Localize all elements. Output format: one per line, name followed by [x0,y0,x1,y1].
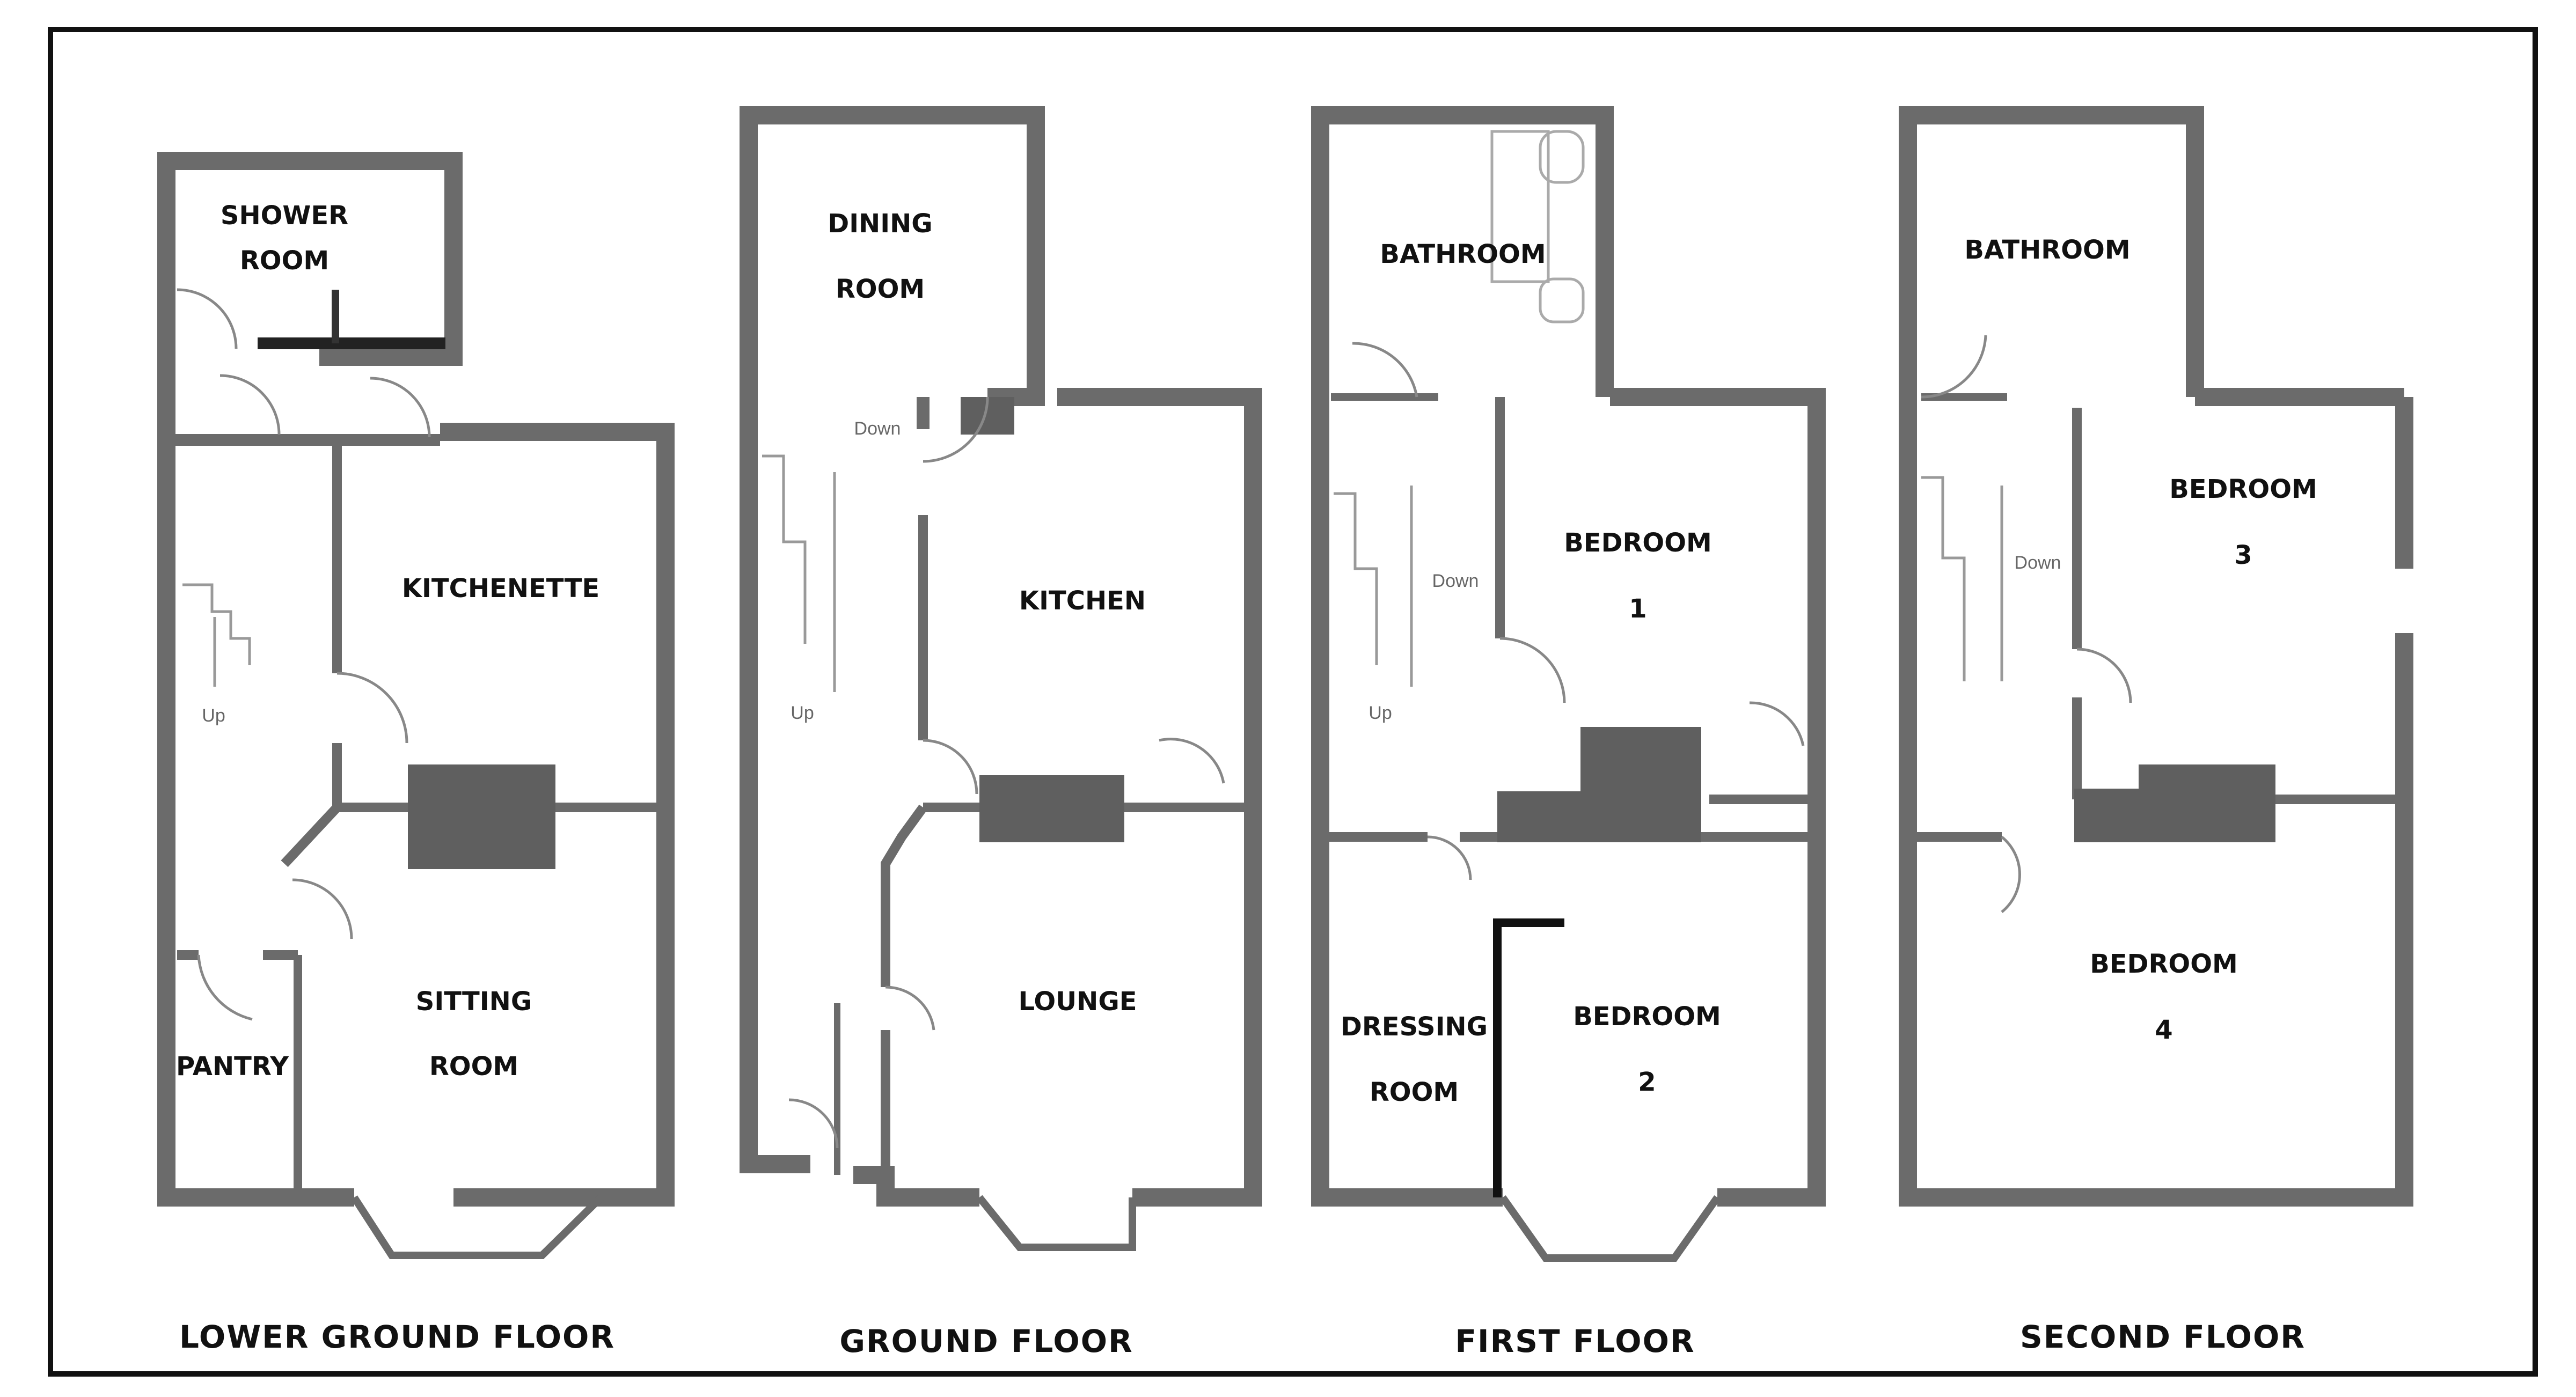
room-label-bedroom-4: BEDROOM [2090,949,2238,979]
room-label-kitchen: KITCHEN [1019,586,1146,616]
room-label-bedroom-3: BEDROOM [2169,474,2317,504]
stair-label-lower-up: Up [202,705,225,726]
room-label-dressing: DRESSING [1341,1012,1488,1042]
door-swings-second [1921,335,2132,913]
second-floor-block [2074,789,2144,842]
floor-title-first: FIRST FLOOR [1455,1323,1695,1359]
stair-label-first-down: Down [1432,571,1479,591]
room-label-sitting-room: ROOM [429,1052,518,1082]
room-label-bedroom-2-number: 2 [1638,1067,1656,1097]
stairs-first [1334,486,1413,687]
room-label-bedroom-1-number: 1 [1629,594,1646,624]
room-label-dining: DINING [828,209,932,239]
room-label-bedroom-4-number: 4 [2155,1015,2172,1045]
chimney-breast-second [2139,764,2275,842]
room-label-bathroom-second: BATHROOM [1964,235,2130,265]
room-label-dining-room: ROOM [836,274,925,304]
outer-frame [48,27,2538,1377]
chimney-breast-first [1580,727,1701,842]
door-swings-ground [788,396,1225,1149]
room-label-dressing-room: ROOM [1370,1077,1459,1107]
floor-title-ground: GROUND FLOOR [839,1323,1133,1359]
floor-title-lower-ground: LOWER GROUND FLOOR [179,1319,615,1355]
plan-lower-ground-floor [157,152,675,1259]
room-label-lounge: LOUNGE [1018,987,1137,1017]
room-label-bedroom-1: BEDROOM [1564,528,1712,558]
chimney-breast-ground [979,775,1124,842]
stair-label-second-down: Down [2015,553,2061,573]
door-swings-first [1352,342,1805,880]
room-label-bedroom-3-number: 3 [2234,540,2252,570]
floor-title-second: SECOND FLOOR [2020,1319,2306,1355]
chimney-breast-lower [408,764,555,869]
stair-label-first-up: Up [1368,703,1392,723]
room-label-bedroom-2: BEDROOM [1573,1002,1721,1032]
room-label-shower: SHOWER [221,201,348,231]
room-label-kitchenette: KITCHENETTE [402,573,599,604]
stairs-ground [762,454,836,692]
bathroom-fixtures-first [1490,130,1585,323]
room-label-sitting: SITTING [416,987,532,1017]
stairs-lower [182,583,251,687]
stairs-second [1921,476,2003,681]
plan-second-floor [1899,106,2413,1207]
room-label-bathroom-first: BATHROOM [1380,239,1546,269]
plan-ground-floor [740,106,1262,1251]
first-floor-block [1497,791,1594,842]
dressing-partition [1493,918,1564,1197]
stair-label-ground-up: Up [791,703,814,723]
room-label-pantry: PANTRY [176,1052,289,1082]
stair-label-ground-down: Down [854,418,901,439]
room-label-shower-room: ROOM [240,246,329,276]
door-swings-lower [177,288,431,1021]
